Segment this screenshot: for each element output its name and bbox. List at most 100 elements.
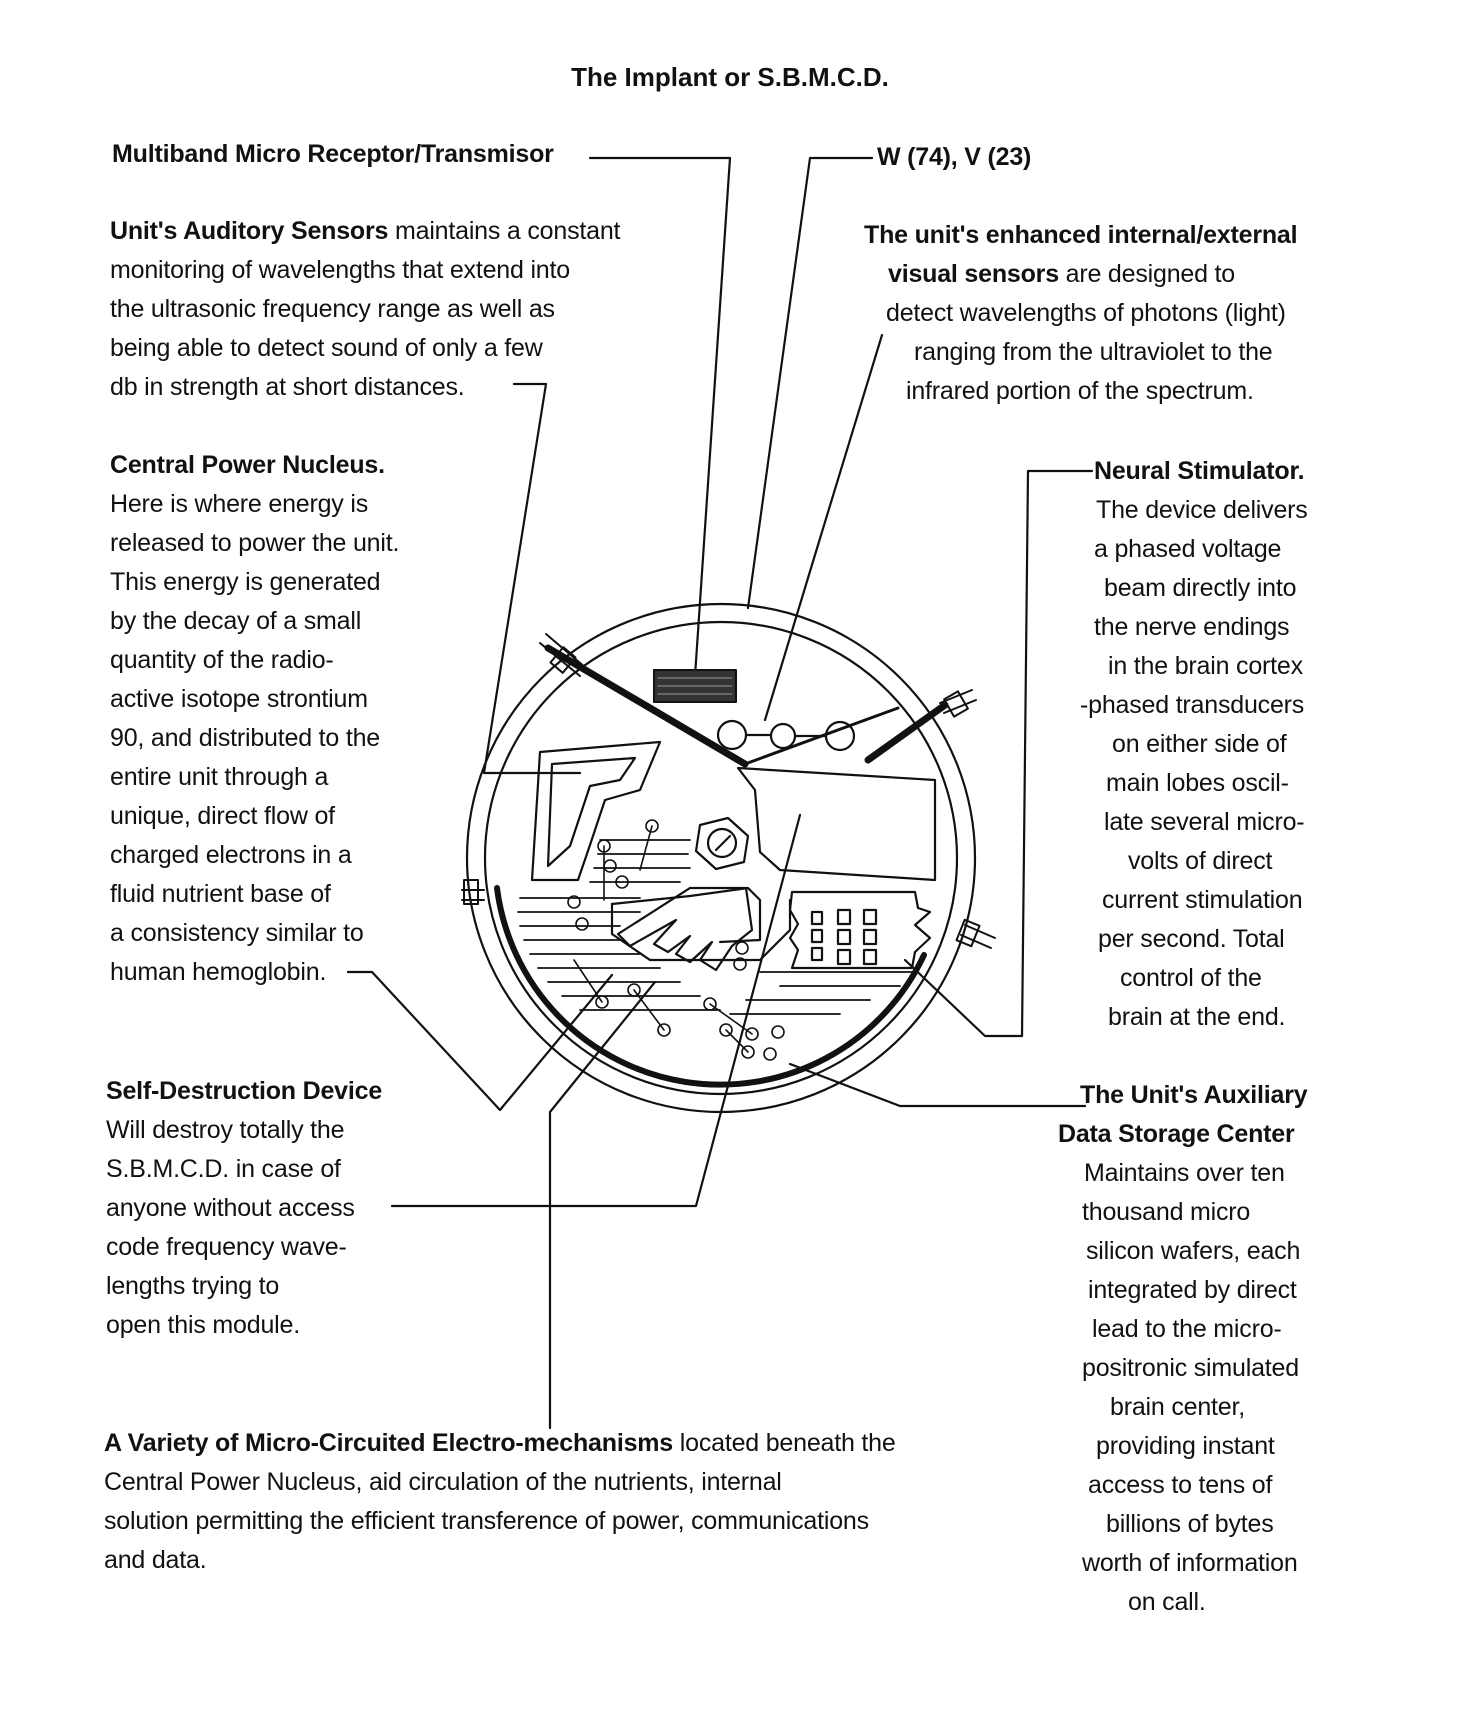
label-receptor: Multiband Micro Receptor/Transmisor <box>112 135 554 174</box>
leader-hemoglobin <box>346 970 614 1112</box>
label-power: Central Power Nucleus. Here is where ene… <box>110 446 399 992</box>
label-neural-title: Neural Stimulator. <box>1094 457 1305 485</box>
neural-line: the nerve endings <box>1094 613 1290 641</box>
power-nucleus <box>694 816 750 871</box>
power-line: a consistency similar to <box>110 919 364 947</box>
label-mechanisms-title: A Variety of Micro-Circuited Electro-mec… <box>104 1429 674 1457</box>
visual-sensor-chain <box>716 719 856 752</box>
bottom-arc <box>494 885 927 1088</box>
destruct-line: open this module. <box>106 1311 300 1339</box>
leader-storage <box>788 1062 1087 1108</box>
manipulator <box>616 886 754 972</box>
power-line: quantity of the radio- <box>110 646 334 674</box>
leader-lines <box>346 156 1094 1430</box>
leader-wv <box>746 156 874 610</box>
storage-line: Maintains over ten <box>1084 1159 1285 1187</box>
storage-line: access to tens of <box>1088 1471 1273 1499</box>
strut-left <box>544 644 749 768</box>
neural-line: in the brain cortex <box>1108 652 1303 680</box>
mechanisms-line: solution permitting the efficient transf… <box>104 1507 869 1535</box>
storage-line: on call. <box>1128 1588 1206 1616</box>
power-line: released to power the unit. <box>110 529 400 557</box>
label-storage-title1: The Unit's Auxiliary <box>1080 1081 1308 1109</box>
lower-step <box>610 898 792 962</box>
outer-ring <box>465 602 977 1114</box>
mechanisms-line: Central Power Nucleus, aid circulation o… <box>104 1468 782 1496</box>
visual-line: infrared portion of the spectrum. <box>906 377 1254 405</box>
storage-line: thousand micro <box>1082 1198 1251 1226</box>
label-visual-title2: visual sensors <box>888 260 1059 288</box>
power-line: Here is where energy is <box>110 490 369 518</box>
power-line: by the decay of a small <box>110 607 362 635</box>
leader-visual <box>763 333 884 722</box>
storage-line: lead to the micro- <box>1092 1315 1282 1343</box>
label-auditory-title: Unit's Auditory Sensors <box>110 217 389 245</box>
neural-line: control of the <box>1120 964 1262 992</box>
power-line: human hemoglobin. <box>110 958 327 986</box>
leader-auditory <box>482 382 548 775</box>
left-module-inner <box>546 756 637 868</box>
power-line: entire unit through a <box>110 763 329 791</box>
mechanisms-line: and data. <box>104 1546 207 1574</box>
label-storage-title2: Data Storage Center <box>1058 1120 1295 1148</box>
label-visual-title: internal/external <box>1107 221 1298 249</box>
visual-line: are designed to <box>1058 260 1236 288</box>
label-storage: The Unit's Auxiliary Data Storage Center… <box>1058 1076 1308 1622</box>
antenna-left <box>461 879 485 905</box>
storage-line: providing instant <box>1096 1432 1275 1460</box>
destruct-line: Will destroy totally the <box>106 1116 345 1144</box>
label-visual-title-pre: The unit's enhanced <box>864 221 1108 249</box>
neural-line: on either side of <box>1112 730 1287 758</box>
page-title: The Implant or S.B.M.C.D. <box>571 62 889 92</box>
neural-line: brain at the end. <box>1108 1003 1286 1031</box>
auditory-line: db in strength at short distances. <box>110 373 465 401</box>
power-line: charged electrons in a <box>110 841 352 869</box>
neural-line: current stimulation <box>1102 886 1303 914</box>
manipulator-base <box>610 886 762 944</box>
storage-line: silicon wafers, each <box>1086 1237 1301 1265</box>
auditory-line: maintains a constant <box>388 217 621 245</box>
power-line: active isotope strontium <box>110 685 368 713</box>
neural-line: beam directly into <box>1104 574 1297 602</box>
visual-line: detect wavelengths of photons (light) <box>886 299 1286 327</box>
visual-line: ranging from the ultraviolet to the <box>914 338 1273 366</box>
label-destruct-title: Self-Destruction Device <box>106 1077 383 1105</box>
leader-neural <box>903 469 1094 1038</box>
destruct-line: code frequency wave- <box>106 1233 347 1261</box>
receptor-chip-texture <box>657 677 733 695</box>
neural-line: a phased voltage <box>1094 535 1282 563</box>
label-wv: W (74), V (23) <box>877 138 1031 177</box>
neural-line: per second. Total <box>1098 925 1285 953</box>
leader-destruct <box>390 813 802 1208</box>
strut-right-bold <box>864 701 949 764</box>
circuit-grid <box>517 839 916 1015</box>
label-wv-title: W (74), V (23) <box>877 143 1032 171</box>
label-destruct: Self-Destruction Device Will destroy tot… <box>106 1072 382 1345</box>
destruct-line: S.B.M.C.D. in case of <box>106 1155 341 1183</box>
implant-body <box>461 602 996 1114</box>
neural-line: -phased transducers <box>1080 691 1305 719</box>
storage-line: billions of bytes <box>1106 1510 1274 1538</box>
storage-line: integrated by direct <box>1088 1276 1297 1304</box>
storage-line: brain center, <box>1110 1393 1245 1421</box>
label-auditory: Unit's Auditory Sensors maintains a cons… <box>110 212 620 407</box>
neural-line: main lobes oscil- <box>1106 769 1289 797</box>
power-line: fluid nutrient base of <box>110 880 331 908</box>
mechanisms-line: located beneath the <box>673 1429 896 1457</box>
label-power-title: Central Power Nucleus. <box>110 451 385 479</box>
label-neural: Neural Stimulator. The device delivers a… <box>1080 452 1308 1037</box>
leader-receptor <box>588 156 732 678</box>
label-receptor-title: Multiband Micro Receptor/Transmisor <box>112 140 554 168</box>
power-line: 90, and distributed to the <box>110 724 380 752</box>
storage-line: worth of information <box>1082 1549 1298 1577</box>
destruct-line: lengths trying to <box>106 1272 280 1300</box>
central-block <box>736 766 937 882</box>
storage-line: positronic simulated <box>1082 1354 1299 1382</box>
label-mechanisms: A Variety of Micro-Circuited Electro-mec… <box>104 1424 896 1580</box>
storage-module <box>788 890 932 970</box>
neural-line: late several micro- <box>1104 808 1305 836</box>
leader-mechanisms <box>548 980 657 1430</box>
auditory-line: being able to detect sound of only a few <box>110 334 543 362</box>
power-line: This energy is generated <box>110 568 381 596</box>
